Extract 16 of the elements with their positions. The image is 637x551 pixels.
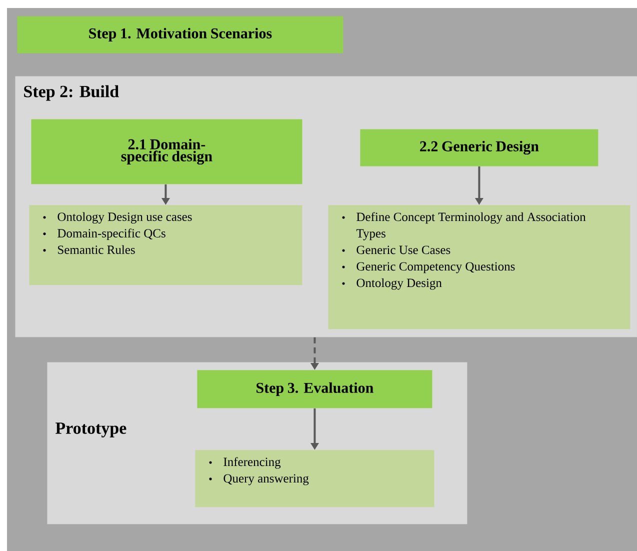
bullet-item: Ontology Design use cases: [58, 212, 192, 224]
bullet-item: Inferencing: [224, 457, 281, 469]
step-box: Step 3. Evaluation: [197, 370, 432, 408]
step-box: Step 1. Motivation Scenarios: [17, 16, 344, 54]
list-box: [195, 450, 434, 508]
bullet-item: Domain-specific QCs: [58, 228, 166, 240]
bullet-item: Generic Competency Questions: [356, 262, 515, 274]
bullet-item: Generic Use Cases: [356, 246, 450, 254]
bullet-item: Semantic Rules: [58, 245, 135, 254]
list-box: [328, 205, 630, 330]
bullet-item: Query answering: [224, 474, 309, 486]
step-box: 2.2 Generic Design: [360, 129, 598, 166]
list-box: [29, 205, 302, 286]
step-box: 2.1 Domain-specific design: [31, 119, 302, 184]
bullet-item: Ontology Design: [356, 278, 442, 290]
bullet-item: Define Concept Terminology and Association Types: [356, 212, 586, 240]
